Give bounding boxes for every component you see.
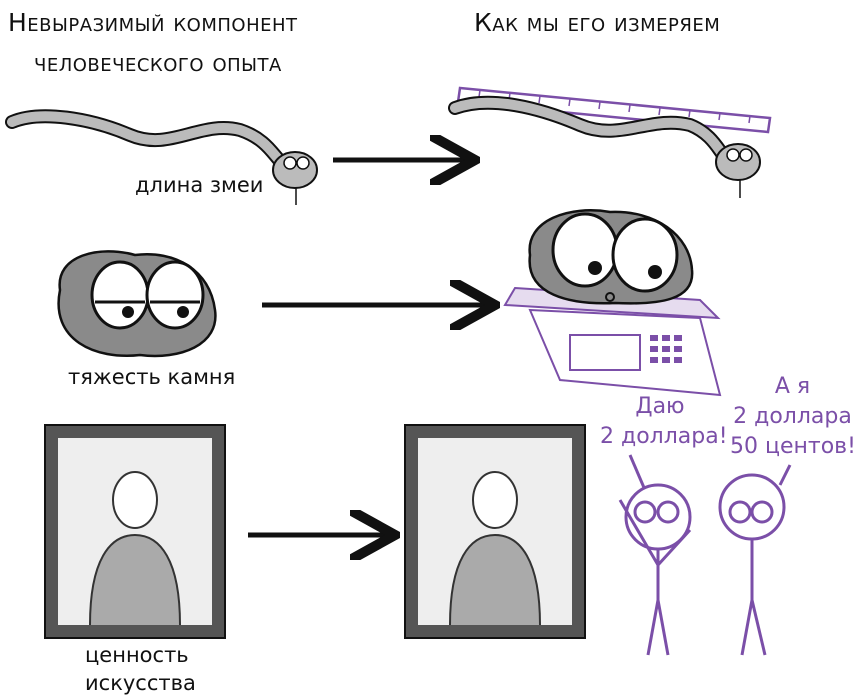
row1-label: длина змеи [135, 173, 264, 197]
speech-line: 50 центов! [730, 434, 856, 459]
snake-icon [5, 109, 318, 205]
snake-measured-icon [448, 95, 761, 198]
row3-label-line1: ценность [85, 643, 189, 667]
speech-line: Даю [635, 394, 685, 419]
header-left-line2: человеческого опыта [34, 48, 282, 77]
row3-label-line2: искусства [85, 671, 196, 695]
rock-on-scale-icon [528, 209, 694, 305]
painting-icon [44, 424, 226, 639]
rock-icon [57, 250, 217, 358]
person-bidder-1-icon [618, 454, 692, 656]
speech-bubble-person1: Даю 2 доллара! [600, 392, 728, 452]
speech-line: А я [774, 374, 811, 399]
speech-line: 2 доллара [733, 404, 852, 429]
person-bidder-2-icon [718, 464, 792, 656]
header-right: Как мы его измеряем [474, 8, 721, 37]
speech-bubble-person2: А я 2 доллара 50 центов! [730, 372, 856, 462]
header-left-line1: Невыразимый компонент [8, 8, 298, 37]
row2-label: тяжесть камня [68, 365, 236, 389]
painting-appraised-icon [404, 424, 586, 639]
speech-line: 2 доллара! [600, 424, 728, 449]
